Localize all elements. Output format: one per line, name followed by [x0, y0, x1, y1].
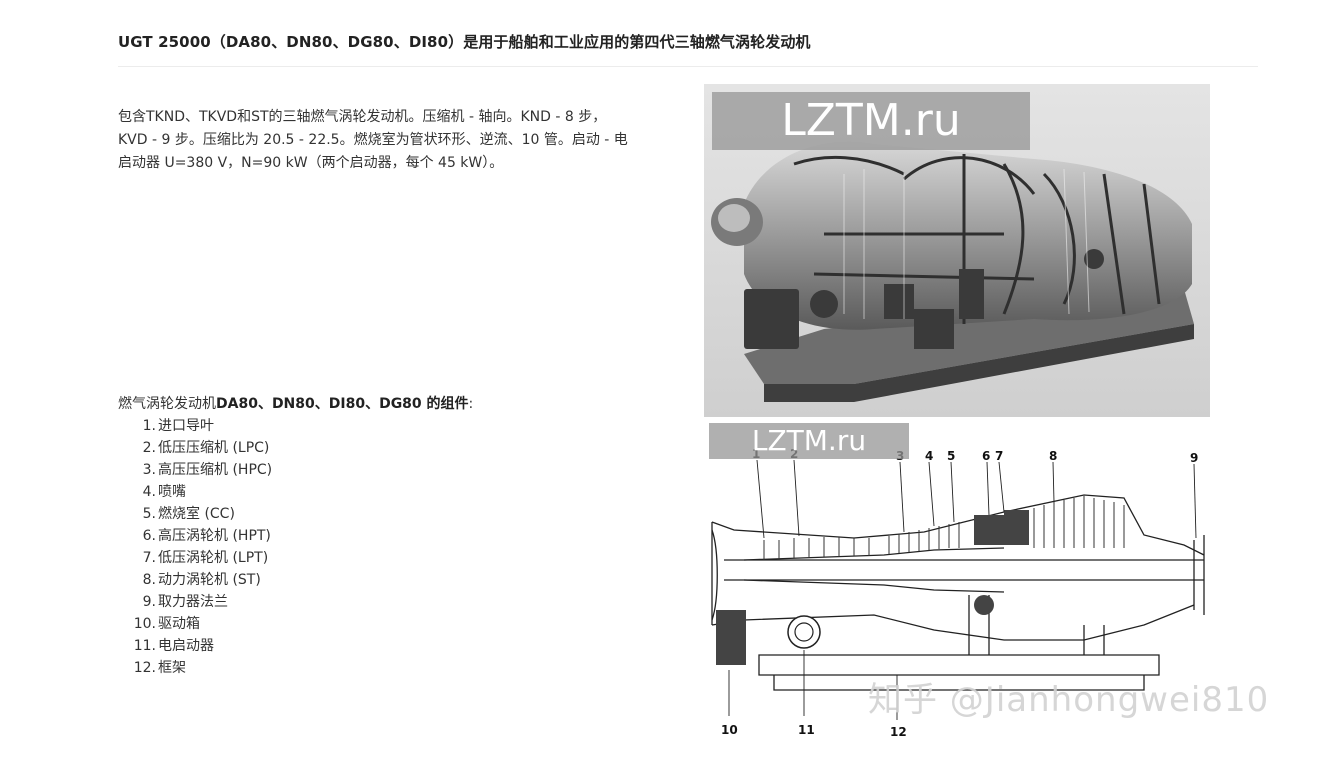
list-item-label: 框架: [158, 660, 186, 676]
list-item-number: 3.: [142, 462, 156, 478]
list-item-number: 12.: [133, 660, 156, 676]
components-heading-prefix: 燃气涡轮发动机: [118, 396, 216, 412]
list-item-number: 9.: [142, 594, 156, 610]
list-item-number: 6.: [142, 528, 156, 544]
list-item-label: 低压涡轮机 (LPT): [158, 550, 269, 566]
title-divider: [118, 66, 1258, 67]
list-item-label: 低压压缩机 (LPC): [158, 440, 270, 456]
list-item-label: 进口导叶: [158, 418, 214, 434]
components-list: 1.进口导叶 2.低压压缩机 (LPC) 3.高压压缩机 (HPC) 4.喷嘴 …: [118, 415, 272, 679]
engine-cross-section-diagram: 1 2 3 4 5 6 7 8 9 10 11 12 LZTM.ru: [704, 420, 1210, 745]
list-item: 8.动力涡轮机 (ST): [118, 569, 272, 591]
list-item-number: 2.: [142, 440, 156, 456]
list-item: 9.取力器法兰: [118, 591, 272, 613]
components-heading-suffix: :: [468, 396, 474, 412]
diagram-label-4: 4: [925, 449, 933, 463]
list-item-number: 8.: [142, 572, 156, 588]
list-item: 11.电启动器: [118, 635, 272, 657]
intro-line-1: 包含TKND、TKVD和ST的三轴燃气涡轮发动机。压缩机 - 轴向。KND - …: [118, 109, 607, 125]
diagram-label-12: 12: [890, 725, 907, 739]
list-item-number: 11.: [133, 638, 156, 654]
diagram-watermark: LZTM.ru: [709, 423, 909, 459]
list-item-label: 电启动器: [158, 638, 214, 654]
list-item-number: 4.: [142, 484, 156, 500]
photo-watermark: LZTM.ru: [712, 92, 1030, 150]
article-title: UGT 25000（DA80、DN80、DG80、DI80）是用于船舶和工业应用…: [118, 33, 811, 51]
diagram-label-8: 8: [1049, 449, 1057, 463]
list-item: 3.高压压缩机 (HPC): [118, 459, 272, 481]
diagram-label-6: 6: [982, 449, 990, 463]
components-heading-bold: DA80、DN80、DI80、DG80 的组件: [216, 396, 469, 412]
list-item-number: 5.: [142, 506, 156, 522]
diagram-label-5: 5: [947, 449, 955, 463]
list-item-label: 取力器法兰: [158, 594, 228, 610]
zhihu-watermark: 知乎 @Jianhongwei810: [868, 680, 1270, 720]
list-item-label: 高压压缩机 (HPC): [158, 462, 273, 478]
list-item: 6.高压涡轮机 (HPT): [118, 525, 272, 547]
list-item: 5.燃烧室 (CC): [118, 503, 272, 525]
list-item-label: 驱动箱: [158, 616, 200, 632]
list-item: 4.喷嘴: [118, 481, 272, 503]
list-item: 10.驱动箱: [118, 613, 272, 635]
intro-line-3: 启动器 U=380 V，N=90 kW（两个启动器，每个 45 kW）。: [118, 155, 504, 171]
list-item-number: 1.: [142, 418, 156, 434]
list-item-number: 7.: [142, 550, 156, 566]
list-item-label: 喷嘴: [158, 484, 186, 500]
diagram-label-10: 10: [721, 723, 738, 737]
list-item-label: 燃烧室 (CC): [158, 506, 235, 522]
diagram-label-11: 11: [798, 723, 815, 737]
engine-photo: LZTM.ru: [704, 84, 1210, 417]
list-item-label: 动力涡轮机 (ST): [158, 572, 261, 588]
diagram-label-7: 7: [995, 449, 1003, 463]
diagram-label-9: 9: [1190, 451, 1198, 465]
list-item: 7.低压涡轮机 (LPT): [118, 547, 272, 569]
intro-paragraph: 包含TKND、TKVD和ST的三轴燃气涡轮发动机。压缩机 - 轴向。KND - …: [118, 106, 678, 175]
intro-line-2: KVD - 9 步。压缩比为 20.5 - 22.5。燃烧室为管状环形、逆流、1…: [118, 132, 628, 148]
components-heading: 燃气涡轮发动机DA80、DN80、DI80、DG80 的组件:: [118, 394, 473, 414]
list-item-label: 高压涡轮机 (HPT): [158, 528, 271, 544]
list-item: 2.低压压缩机 (LPC): [118, 437, 272, 459]
list-item: 12.框架: [118, 657, 272, 679]
list-item-number: 10.: [133, 616, 156, 632]
list-item: 1.进口导叶: [118, 415, 272, 437]
